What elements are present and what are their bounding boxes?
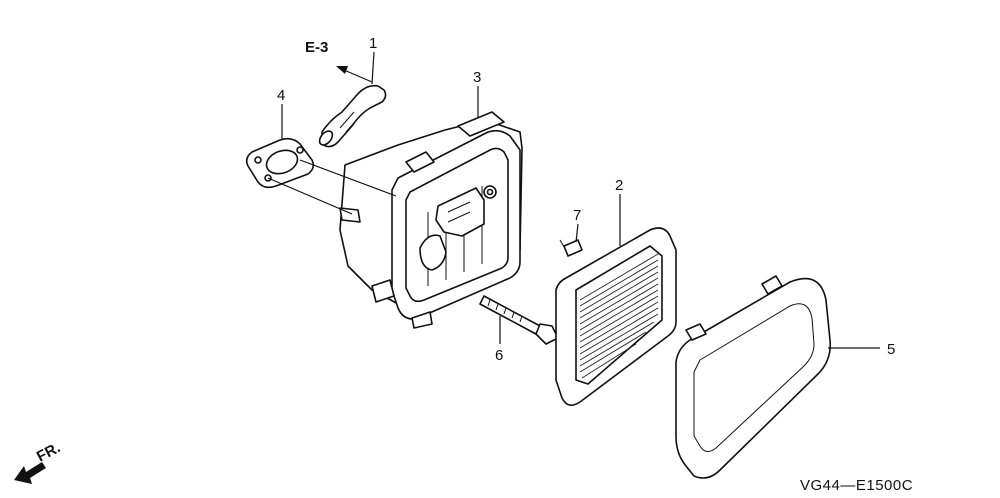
reference-arrow-icon <box>336 66 373 83</box>
callout-7: 7 <box>573 207 581 224</box>
drawing-code: VG44—E1500C <box>800 477 913 494</box>
reference-label: E-3 <box>305 39 328 56</box>
air-cleaner-cover <box>675 275 832 479</box>
air-cleaner-case <box>339 111 523 329</box>
callout-6: 6 <box>495 347 503 364</box>
leader-lines <box>267 51 880 349</box>
callout-4: 4 <box>277 87 285 104</box>
gasket <box>245 137 315 189</box>
callout-1: 1 <box>369 35 377 52</box>
filter-pleats <box>579 253 659 379</box>
callout-5: 5 <box>887 341 895 358</box>
callout-2: 2 <box>615 177 623 194</box>
callout-3: 3 <box>473 69 481 86</box>
flange-bolt-small <box>559 239 583 257</box>
long-bolt <box>479 295 559 345</box>
breather-hose <box>318 84 387 148</box>
air-filter-element <box>555 227 677 406</box>
front-direction-arrow-icon <box>14 462 46 484</box>
front-direction-label: FR. <box>34 439 63 465</box>
